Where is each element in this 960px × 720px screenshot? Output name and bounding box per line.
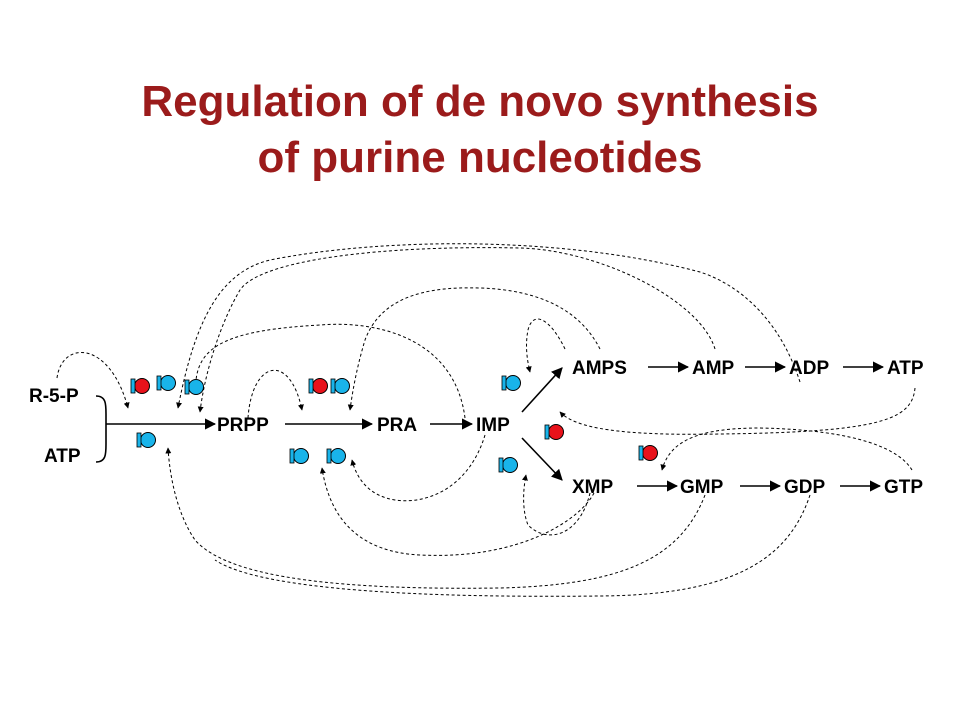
label-gtp: GTP — [884, 477, 923, 498]
label-adp: ADP — [789, 358, 829, 379]
bracket-substrates — [95, 395, 107, 463]
label-atp-substrate: ATP — [44, 446, 81, 467]
feedback-amp-to-prpp-loop — [347, 287, 601, 411]
label-imp: IMP — [476, 415, 510, 436]
feedback-xmp-to-pra-loop — [319, 467, 595, 556]
feedback-outer-top-loop — [176, 243, 801, 409]
feedback-xmp-small-loop — [522, 474, 591, 536]
feedback-atp-to-imp-loop — [559, 387, 916, 435]
inhibitor-marker-blue — [156, 375, 176, 391]
arrow-imp-to-xmp — [521, 437, 563, 481]
arrow-imp-to-amps — [521, 367, 563, 413]
title-line-2: of purine nucleotides — [257, 133, 703, 182]
inhibitor-marker-red — [544, 424, 564, 440]
label-r5p: R-5-P — [29, 386, 79, 407]
label-gdp: GDP — [784, 477, 826, 498]
inhibitor-marker-red — [130, 378, 150, 394]
label-xmp: XMP — [572, 477, 614, 498]
feedback-gdp-outer-loop — [214, 494, 811, 597]
inhibitor-marker-red — [638, 445, 658, 461]
feedback-mid-loop — [195, 323, 466, 419]
inhibitor-marker-blue — [184, 379, 204, 395]
inhibitor-marker-blue — [498, 457, 518, 473]
feedback-gtp-to-gmp-loop — [660, 427, 913, 471]
feedback-amps-small-loop — [525, 318, 566, 373]
inhibitor-marker-red — [308, 378, 328, 394]
feedback-imp-lower-loop — [350, 434, 486, 502]
label-pra: PRA — [377, 415, 417, 436]
title-line-1: Regulation of de novo synthesis — [141, 77, 819, 126]
feedback-top-loop-2 — [197, 247, 716, 413]
inhibitor-marker-blue — [501, 375, 521, 391]
label-gmp: GMP — [680, 477, 724, 498]
label-atp: ATP — [887, 358, 924, 379]
inhibitor-marker-blue — [330, 378, 350, 394]
feedback-pra-loop — [247, 369, 304, 419]
label-prpp: PRPP — [217, 415, 269, 436]
feedback-r5p-loop — [56, 352, 130, 409]
label-amp: AMP — [692, 358, 735, 379]
inhibitor-marker-blue — [289, 448, 309, 464]
inhibitor-marker-blue — [326, 448, 346, 464]
inhibitor-marker-blue — [136, 432, 156, 448]
label-amps: AMPS — [572, 358, 627, 379]
feedback-gmp-to-prpp-loop — [165, 447, 706, 589]
